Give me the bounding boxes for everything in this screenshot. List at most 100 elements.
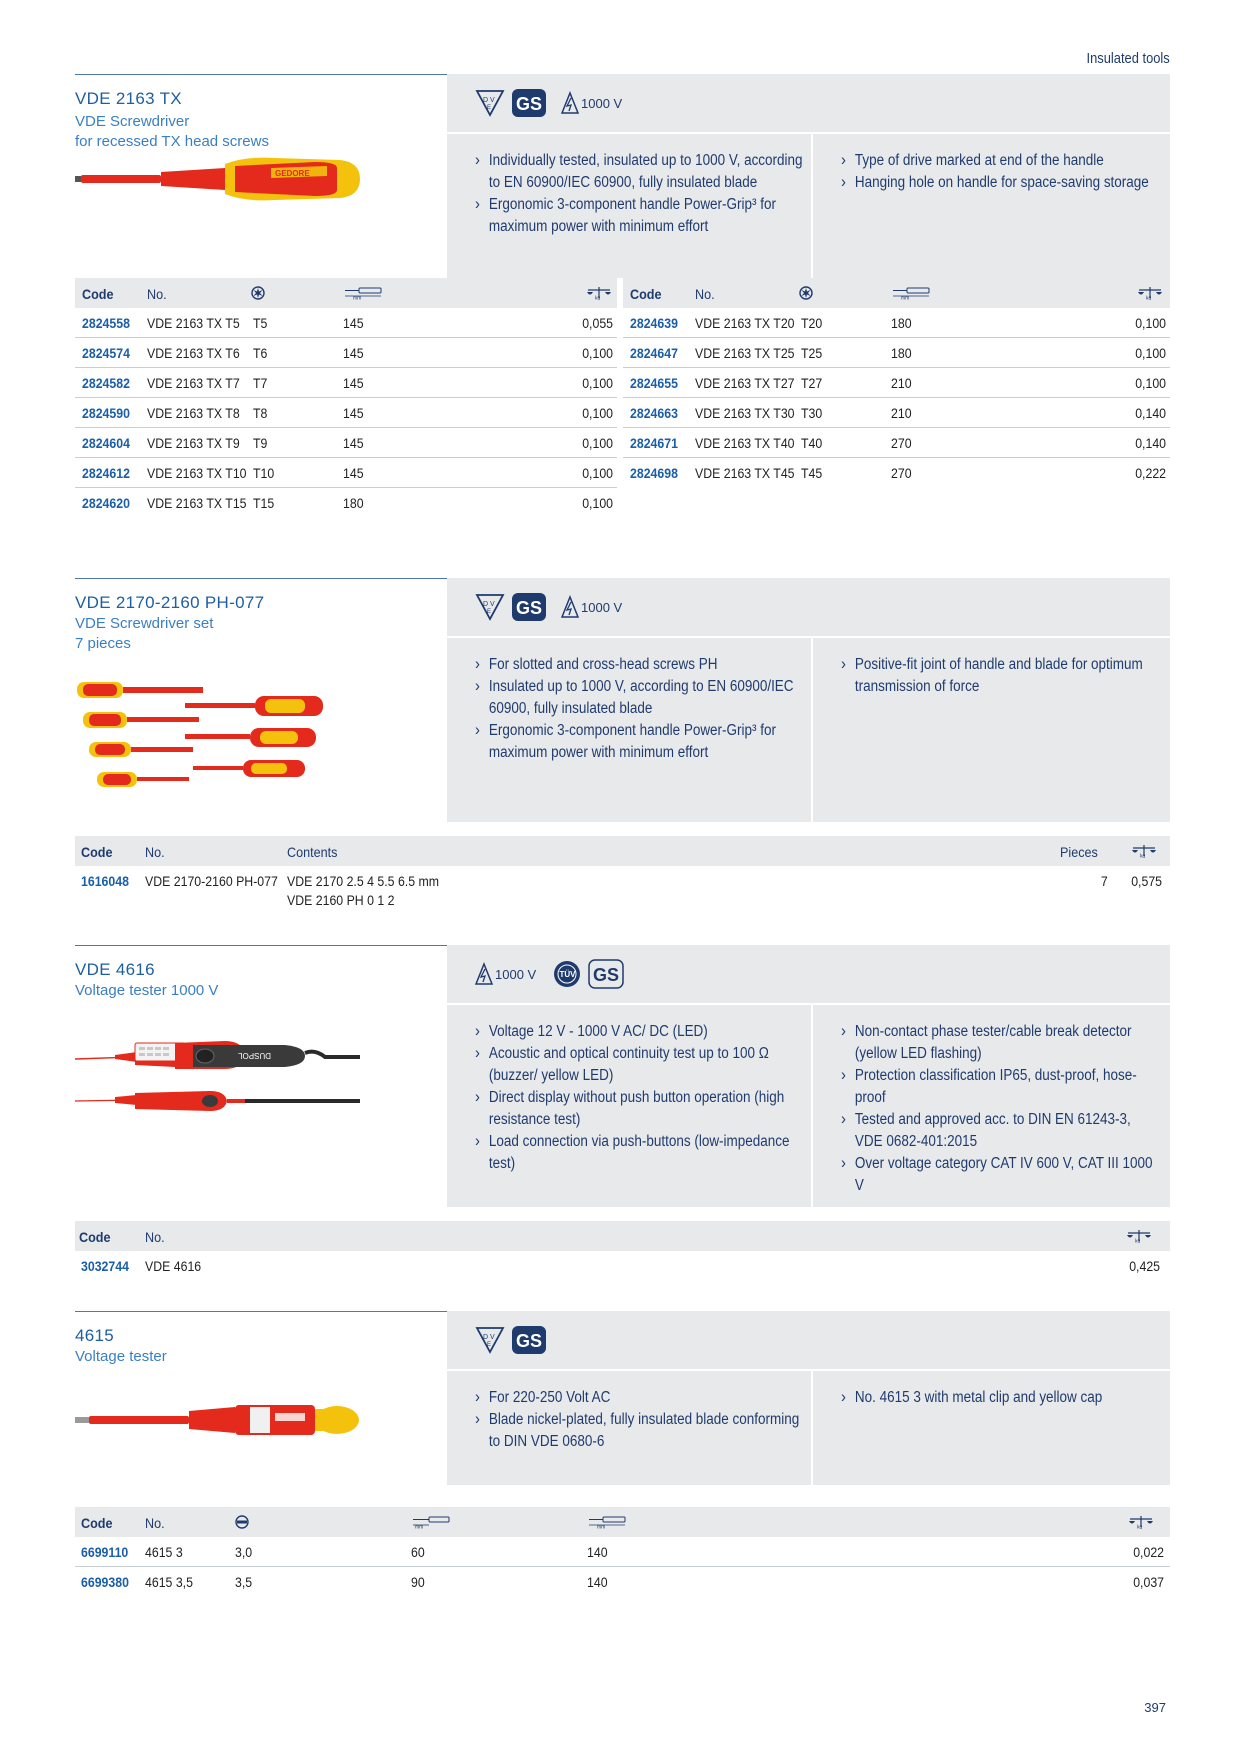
item-code[interactable]: 2824647	[630, 345, 678, 361]
item-weight: 0,037	[1133, 1574, 1164, 1590]
table-row: 2824620 VDE 2163 TX T15 T15 180 0,100	[75, 488, 617, 518]
item-code[interactable]: 2824620	[82, 495, 130, 511]
svg-text:V: V	[490, 97, 495, 104]
item-code[interactable]: 2824590	[82, 405, 130, 421]
item-code[interactable]: 2824671	[630, 435, 678, 451]
item-code[interactable]: 2824698	[630, 465, 678, 481]
weight-kg-icon: kg	[1129, 1516, 1153, 1529]
spec-table-header: Code No. kg	[75, 1221, 1170, 1251]
table-row: 2824647 VDE 2163 TX T25 T25 180 0,100	[623, 338, 1170, 368]
feature-list: Individually tested, insulated up to 100…	[475, 149, 803, 238]
item-code[interactable]: 2824612	[82, 465, 130, 481]
feature-item: Blade nickel-plated, fully insulated bla…	[475, 1408, 803, 1453]
item-code[interactable]: 2824663	[630, 405, 678, 421]
feature-item: Voltage 12 V - 1000 V AC/ DC (LED)	[475, 1020, 803, 1043]
item-code[interactable]: 2824574	[82, 345, 130, 361]
item-weight: 0,100	[582, 435, 613, 451]
item-code[interactable]: 2824582	[82, 375, 130, 391]
item-weight: 0,100	[1135, 375, 1166, 391]
item-size: T5	[253, 315, 268, 331]
gs-geprufte-sicherheit-icon: GS	[512, 89, 546, 117]
svg-text:GS: GS	[516, 598, 542, 618]
feature-list: For slotted and cross-head screws PH Ins…	[475, 653, 803, 764]
vde-dve-mark-icon: D V E	[475, 594, 505, 621]
running-head: Insulated tools	[1086, 50, 1170, 67]
item-length: 180	[343, 495, 364, 511]
feature-item: Over voltage category CAT IV 600 V, CAT …	[841, 1152, 1162, 1197]
features-left-panel: For slotted and cross-head screws PH Ins…	[447, 636, 811, 822]
length-mm-icon: mm	[893, 287, 930, 300]
feature-item: Tested and approved acc. to DIN EN 61243…	[841, 1108, 1162, 1153]
item-weight: 0,100	[582, 405, 613, 421]
certification-bar: 1000 V TÜV GS	[447, 945, 1170, 1003]
voltage-label: 1000 V	[495, 966, 537, 982]
item-length: 145	[343, 345, 364, 361]
item-no: 4615 3,5	[145, 1574, 193, 1590]
weight-kg-icon: kg	[1138, 287, 1162, 300]
spec-table-header: Code No. mm mm kg	[75, 1507, 1170, 1537]
item-no: VDE 2163 TX T20	[695, 315, 795, 331]
page-number: 397	[1144, 1700, 1166, 1715]
feature-item: Non-contact phase tester/cable break det…	[841, 1020, 1162, 1065]
tuv-mark-icon: TÜV	[554, 961, 581, 987]
features-left-panel: Voltage 12 V - 1000 V AC/ DC (LED) Acous…	[447, 1003, 811, 1207]
item-code[interactable]: 1616048	[81, 873, 129, 889]
gs-geprufte-sicherheit-icon: GS	[588, 959, 624, 989]
item-length: 270	[891, 465, 912, 481]
subtitle-line: Voltage tester	[75, 1348, 167, 1365]
svg-text:GS: GS	[516, 94, 542, 114]
feature-item: No. 4615 3 with metal clip and yellow ca…	[841, 1386, 1162, 1409]
item-weight: 0,055	[582, 315, 613, 331]
subtitle-line: VDE Screwdriver set	[75, 615, 214, 632]
table-row: 2824663 VDE 2163 TX T30 T30 210 0,140	[623, 398, 1170, 428]
item-contents-line: VDE 2160 PH 0 1 2	[287, 892, 395, 908]
item-blade-length: 60	[411, 1544, 425, 1560]
svg-text:E: E	[487, 609, 491, 615]
item-length: 145	[343, 435, 364, 451]
svg-text:GS: GS	[593, 965, 619, 985]
item-code[interactable]: 3032744	[81, 1258, 129, 1274]
item-size: T8	[253, 405, 268, 421]
item-code[interactable]: 6699110	[81, 1544, 129, 1560]
certification-bar: D V E GS 1000 V	[447, 578, 1170, 636]
svg-text:kg: kg	[1135, 1239, 1141, 1244]
svg-text:D: D	[483, 97, 488, 104]
svg-text:V: V	[490, 601, 495, 608]
item-code[interactable]: 2824558	[82, 315, 130, 331]
item-size: 3,5	[235, 1574, 253, 1590]
feature-list: Type of drive marked at end of the handl…	[841, 149, 1162, 194]
item-contents-line: VDE 2170 2.5 4 5.5 6.5 mm	[287, 873, 440, 889]
product-title: VDE 2170-2160 PH-077	[75, 593, 265, 612]
feature-list: For 220-250 Volt AC Blade nickel-plated,…	[475, 1386, 803, 1453]
voltage-label: 1000 V	[581, 599, 623, 615]
svg-text:mm: mm	[415, 1525, 423, 1530]
item-code[interactable]: 2824639	[630, 315, 678, 331]
gs-geprufte-sicherheit-icon: GS	[512, 1326, 546, 1354]
item-length: 145	[343, 405, 364, 421]
certification-bar: D V E GS 1000 V	[447, 74, 1170, 132]
svg-text:mm: mm	[597, 1525, 605, 1530]
item-code[interactable]: 2824604	[82, 435, 130, 451]
item-size: 3,0	[235, 1544, 253, 1560]
feature-item: Direct display without push button opera…	[475, 1086, 803, 1131]
item-code[interactable]: 2824655	[630, 375, 678, 391]
spec-table-header: Code No. mm kg	[75, 278, 617, 308]
item-size: T20	[801, 315, 823, 331]
feature-item: For slotted and cross-head screws PH	[475, 653, 803, 676]
svg-text:mm: mm	[353, 296, 361, 301]
table-row: 2824558 VDE 2163 TX T5 T5 145 0,055	[75, 308, 617, 338]
item-size: T6	[253, 345, 268, 361]
product-title: 4615	[75, 1326, 115, 1345]
product-section-vde-2170-2160: VDE 2170-2160 PH-077 VDE Screwdriver set…	[75, 578, 1170, 918]
item-size: T9	[253, 435, 268, 451]
item-weight: 0,100	[582, 465, 613, 481]
gs-geprufte-sicherheit-icon: GS	[512, 593, 546, 621]
svg-text:GEDORE: GEDORE	[275, 169, 310, 178]
item-no: VDE 2163 TX T27	[695, 375, 795, 391]
item-weight: 0,100	[1135, 345, 1166, 361]
table-row: 2824698 VDE 2163 TX T45 T45 270 0,222	[623, 458, 1170, 488]
item-code[interactable]: 6699380	[81, 1574, 129, 1590]
spec-table-header: Code No. mm kg	[623, 278, 1170, 308]
torx-drive-icon	[251, 286, 265, 300]
feature-item: Protection classification IP65, dust-pro…	[841, 1064, 1162, 1109]
